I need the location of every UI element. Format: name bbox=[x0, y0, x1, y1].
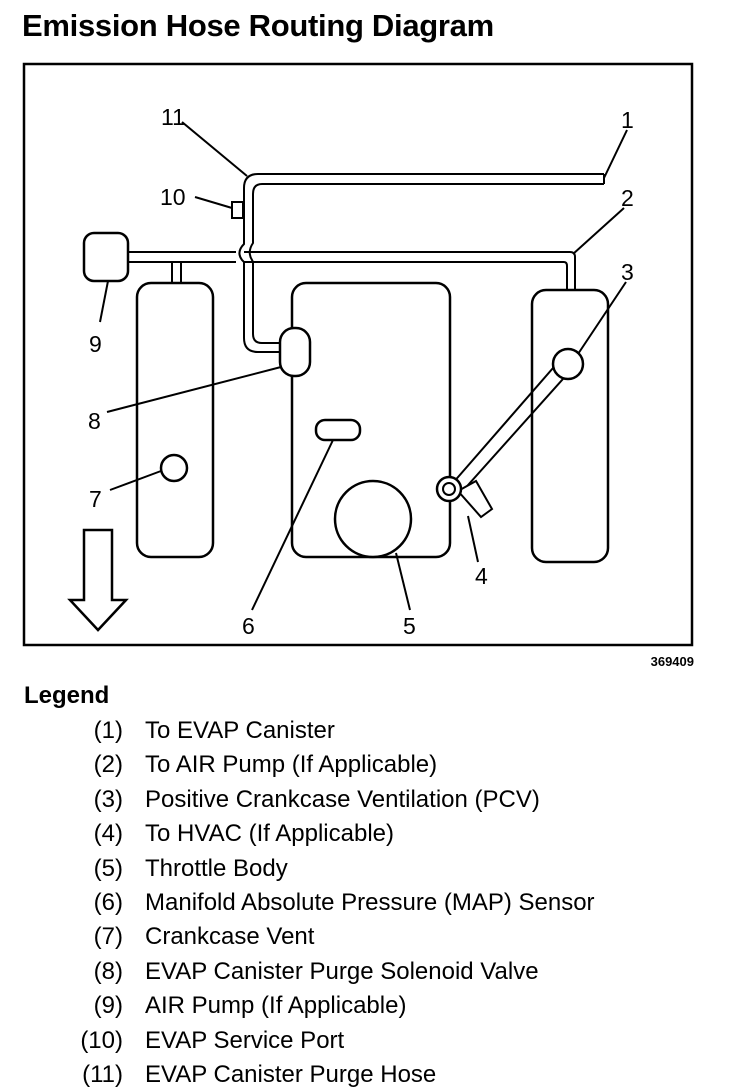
emission-hose-diagram: 1 2 3 4 5 6 7 8 9 10 11 bbox=[22, 62, 694, 647]
callout-5: 5 bbox=[403, 613, 416, 639]
callout-10: 10 bbox=[160, 184, 186, 210]
callout-1: 1 bbox=[621, 107, 634, 133]
callout-8: 8 bbox=[88, 408, 101, 434]
legend-item-7: (7) Crankcase Vent bbox=[0, 920, 736, 954]
legend-item-1: (1) To EVAP Canister bbox=[0, 714, 736, 748]
page-title: Emission Hose Routing Diagram bbox=[22, 8, 494, 43]
legend-text: To AIR Pump (If Applicable) bbox=[145, 751, 438, 779]
legend-number: (6) bbox=[93, 888, 123, 916]
map-sensor bbox=[314, 418, 362, 442]
legend-item-8: (8) EVAP Canister Purge Solenoid Valve bbox=[0, 955, 736, 989]
legend-item-5: (5) Throttle Body bbox=[0, 852, 736, 886]
evap-service-port bbox=[231, 201, 244, 219]
callout-11: 11 bbox=[161, 104, 185, 130]
leader-lines bbox=[99, 121, 628, 611]
legend-number: (9) bbox=[93, 992, 123, 1020]
legend-item-6: (6) Manifold Absolute Pressure (MAP) Sens… bbox=[0, 886, 736, 920]
figure-id: 369409 bbox=[650, 654, 694, 669]
pcv-hose bbox=[451, 359, 572, 495]
callout-9: 9 bbox=[89, 331, 102, 357]
legend-heading: Legend bbox=[24, 682, 110, 709]
callout-3: 3 bbox=[621, 259, 634, 285]
legend-number: (4) bbox=[93, 820, 123, 848]
legend-text: To HVAC (If Applicable) bbox=[145, 820, 394, 848]
hvac-fitting bbox=[456, 479, 494, 519]
diagram-frame bbox=[22, 62, 694, 647]
right-valve-cover bbox=[530, 288, 610, 564]
air-pump-hose bbox=[128, 251, 576, 290]
legend-text: EVAP Canister Purge Hose bbox=[145, 1060, 437, 1088]
throttle-body bbox=[333, 479, 413, 559]
legend-number: (2) bbox=[93, 751, 123, 779]
legend-number: (5) bbox=[93, 854, 123, 882]
legend-text: To EVAP Canister bbox=[145, 717, 335, 744]
legend-text: Crankcase Vent bbox=[145, 923, 315, 951]
legend-number: (11) bbox=[82, 1060, 123, 1088]
crankcase-vent bbox=[159, 453, 189, 483]
legend-item-11: (11) EVAP Canister Purge Hose bbox=[0, 1058, 736, 1092]
legend-item-3: (3) Positive Crankcase Ventilation (PCV) bbox=[0, 783, 736, 817]
callout-4: 4 bbox=[475, 563, 488, 589]
legend-number: (1) bbox=[93, 717, 123, 744]
legend-item-10: (10) EVAP Service Port bbox=[0, 1024, 736, 1058]
legend-text: AIR Pump (If Applicable) bbox=[145, 992, 407, 1020]
pcv-valve bbox=[551, 347, 585, 381]
legend-item-2: (2) To AIR Pump (If Applicable) bbox=[0, 748, 736, 782]
legend-number: (10) bbox=[80, 1026, 123, 1054]
legend-list: (1) To EVAP Canister (2) To AIR Pump (If A… bbox=[0, 714, 736, 1092]
callout-6: 6 bbox=[242, 613, 255, 639]
legend-text: Throttle Body bbox=[145, 854, 288, 882]
purge-hose bbox=[238, 173, 605, 353]
legend-item-4: (4) To HVAC (If Applicable) bbox=[0, 817, 736, 851]
legend-number: (8) bbox=[93, 957, 123, 985]
air-pump bbox=[82, 231, 130, 283]
legend-text: Positive Crankcase Ventilation (PCV) bbox=[145, 785, 540, 813]
purge-solenoid-valve bbox=[278, 326, 312, 378]
legend-number: (7) bbox=[93, 923, 123, 951]
legend-item-9: (9) AIR Pump (If Applicable) bbox=[0, 989, 736, 1023]
legend-text: EVAP Service Port bbox=[145, 1026, 345, 1054]
left-valve-cover bbox=[135, 281, 215, 559]
legend-text: Manifold Absolute Pressure (MAP) Sensor bbox=[145, 888, 595, 916]
legend-text: EVAP Canister Purge Solenoid Valve bbox=[145, 957, 539, 985]
callout-2: 2 bbox=[621, 185, 634, 211]
front-arrow-icon bbox=[67, 528, 129, 632]
callout-7: 7 bbox=[89, 486, 102, 512]
vacuum-fitting-inner bbox=[442, 482, 456, 496]
legend-number: (3) bbox=[93, 785, 123, 813]
